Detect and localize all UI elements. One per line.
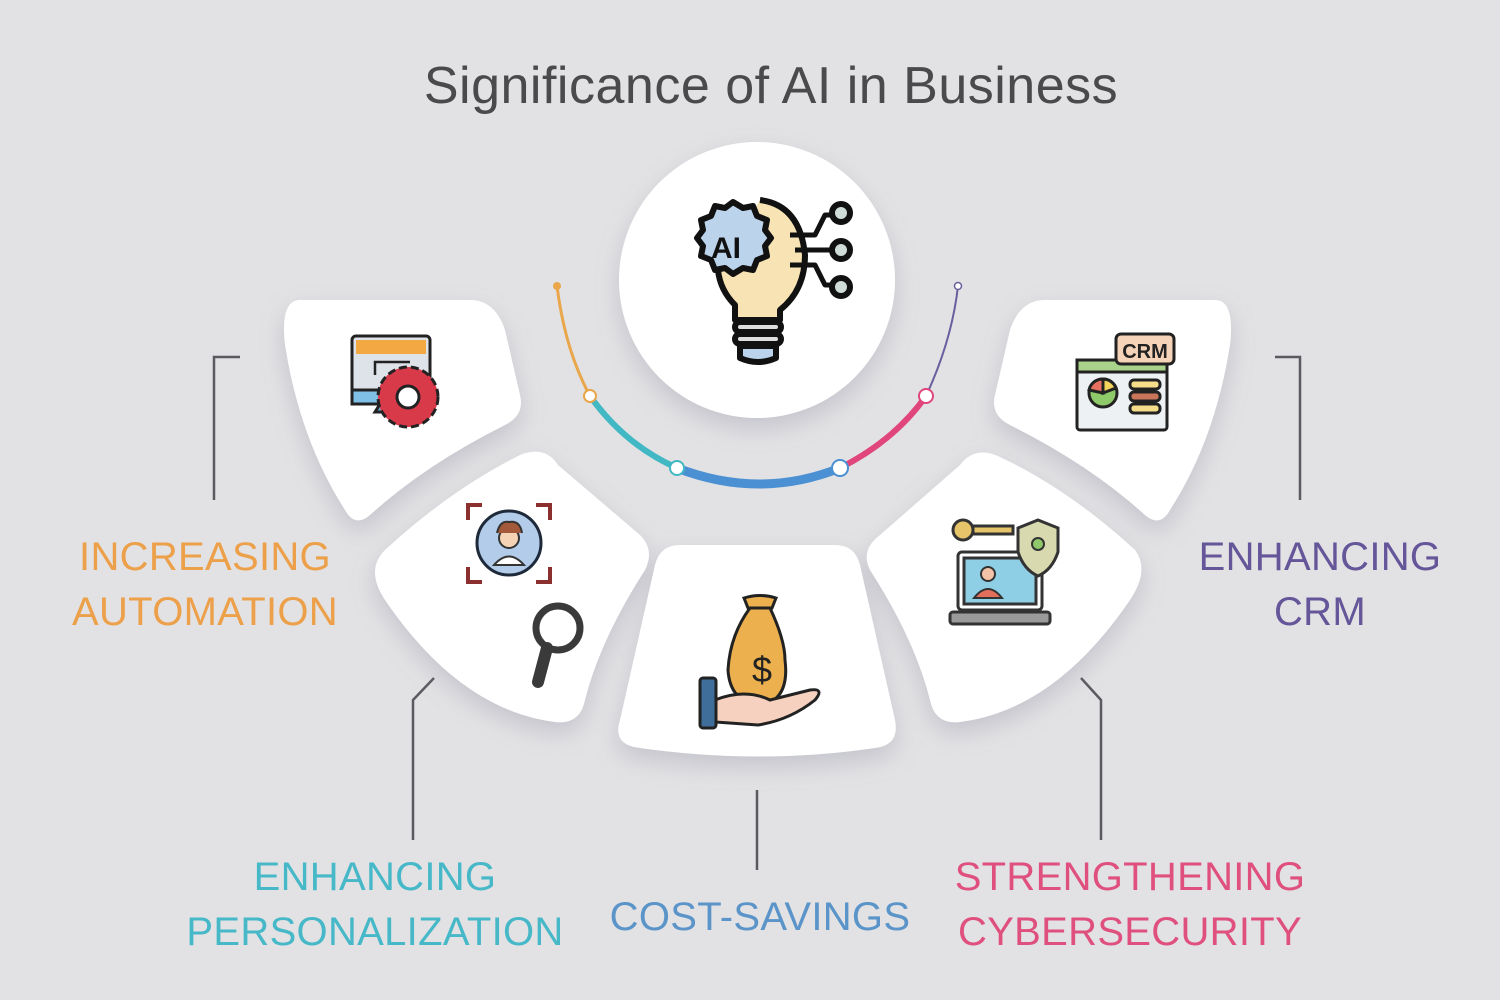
ai-text: AI [711,232,741,265]
label-line: CYBERSECURITY [958,910,1302,954]
laptop-key-shield-icon [948,518,1060,626]
label-line: PERSONALIZATION [186,910,564,954]
user-target-search-icon [466,503,584,688]
label-line: COST-SAVINGS [609,895,911,939]
progress-arc [553,281,963,489]
crm-text: CRM [1122,341,1168,363]
label-line: CRM [1274,590,1366,634]
label-strengthening-cybersecurity: STRENGTHENING CYBERSECURITY [950,850,1310,960]
label-enhancing-personalization: ENHANCING PERSONALIZATION [180,850,570,960]
monitor-gear-icon [350,334,440,429]
connector-personalization [411,677,435,840]
connector-lines [212,355,1302,870]
crm-dashboard-icon: CRM [1075,332,1176,432]
label-line: INCREASING [79,535,331,579]
label-enhancing-crm: ENHANCING CRM [1185,530,1455,640]
connector-cyber [1080,677,1103,840]
page-title: Significance of AI in Business [423,57,1119,115]
ai-lightbulb-icon: AI [694,197,853,365]
connector-automation [212,355,240,500]
card-enhancing-personalization [375,451,649,723]
label-line: ENHANCING [1198,535,1442,579]
dollar-sign: $ [752,649,772,690]
label-line: STRENGTHENING [954,855,1306,899]
label-increasing-automation: INCREASING AUTOMATION [60,530,350,640]
label-line: ENHANCING [253,855,497,899]
label-line: AUTOMATION [72,590,338,634]
label-cost-savings: COST-SAVINGS [600,890,920,945]
money-bag-hand-icon: $ [698,594,821,730]
connector-crm [1275,355,1302,500]
